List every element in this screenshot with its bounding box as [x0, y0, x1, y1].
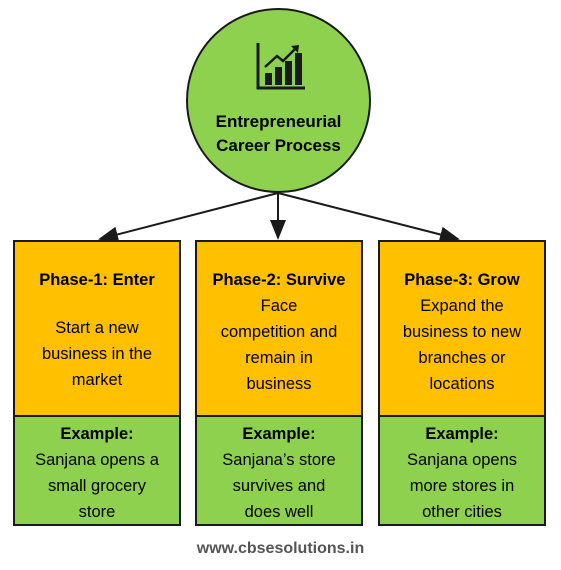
phase-3-stage: Phase-3: Grow Expand the business to new… — [380, 242, 544, 417]
phase-3-box: Phase-3: Grow Expand the business to new… — [378, 240, 546, 526]
growth-chart-icon — [256, 43, 305, 90]
phase-1-example-label: Example: — [60, 425, 134, 443]
phase-1-stage: Phase-1: Enter Start a new business in t… — [15, 242, 179, 417]
phase-1-title: Phase-1: Enter — [39, 271, 155, 289]
phase-2-box: Phase-2: Survive Face competition and re… — [195, 240, 363, 526]
phase-1-box: Phase-1: Enter Start a new business in t… — [13, 240, 181, 526]
phase-2-title: Phase-2: Survive — [212, 271, 346, 289]
root-node: Entrepreneurial Career Process — [186, 8, 371, 193]
phase-3-example-label: Example: — [425, 425, 499, 443]
phase-2-stage: Phase-2: Survive Face competition and re… — [197, 242, 361, 417]
phase-2-example-label: Example: — [242, 425, 316, 443]
phase-2-example: Example: Sanjana’s store survives and do… — [197, 417, 361, 524]
phase-1-description: Start a new business in the market — [41, 319, 153, 389]
phase-1-example-text: Sanjana opens a small grocery store — [35, 451, 159, 521]
phase-1-example: Example: Sanjana opens a small grocery s… — [15, 417, 179, 524]
root-title: Entrepreneurial Career Process — [215, 112, 342, 155]
arrow-to-phase-3 — [277, 192, 460, 243]
arrow-to-phase-1 — [98, 192, 279, 243]
phase-3-example: Example: Sanjana opens more stores in ot… — [380, 417, 544, 524]
phase-2-example-text: Sanjana’s store survives and does well — [222, 451, 336, 521]
phase-3-title: Phase-3: Grow — [404, 271, 520, 289]
phase-3-example-text: Sanjana opens more stores in other citie… — [406, 451, 518, 521]
phase-3-description: Expand the business to new branches or l… — [402, 297, 522, 393]
phase-2-description: Face competition and remain in business — [220, 297, 338, 393]
website-watermark: www.cbsesolutions.in — [196, 540, 365, 557]
